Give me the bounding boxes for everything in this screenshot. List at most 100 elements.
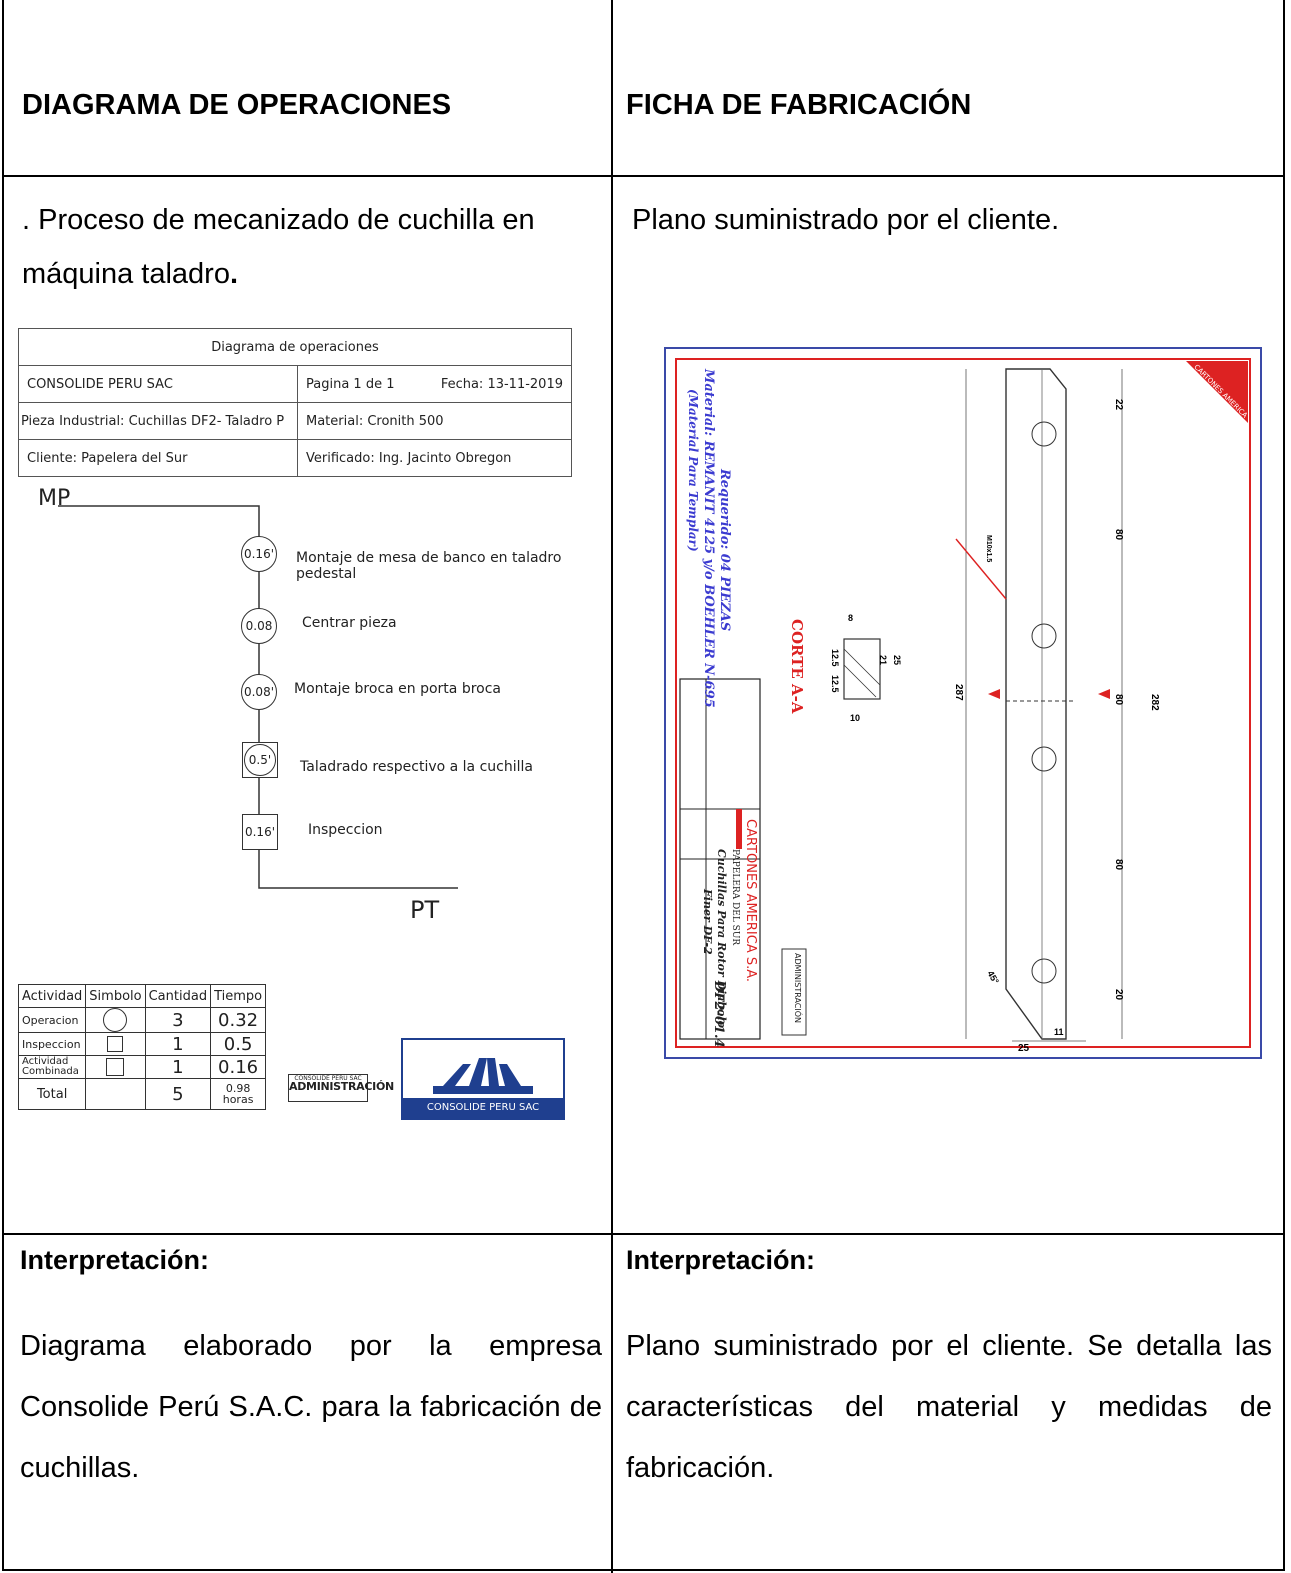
combined-activity-circle: 0.5': [244, 744, 276, 776]
summary-total-qty: 5: [144, 1078, 212, 1110]
inspection-square-icon: [106, 1058, 125, 1076]
summary-row-symbol: [85, 1007, 146, 1033]
dim-21: 21: [878, 655, 888, 666]
blueprint-stamp: ADMINISTRACIÓN: [793, 953, 802, 1023]
diagram-company: CONSOLIDE PERU SAC: [18, 365, 298, 403]
left-intro-line1: . Proceso de mecanizado de cuchilla en: [22, 204, 535, 236]
step-3-label: Montaje broca en porta broca: [294, 681, 502, 697]
summary-row-qty: 1: [144, 1055, 212, 1079]
dim-thread: M10x1.5: [985, 535, 992, 563]
summary-row-symbol: [85, 1055, 146, 1079]
flow-end-label: PT: [410, 896, 440, 924]
step-5-label: Inspeccion: [308, 822, 383, 838]
dim-22: 22: [1113, 399, 1124, 411]
diagram-header-table: Diagrama de operaciones CONSOLIDE PERU S…: [18, 328, 572, 477]
right-interpretation-heading: Interpretación:: [626, 1245, 816, 1275]
blueprint-drawing: [675, 358, 1251, 1048]
summary-row-time: 0.5: [210, 1032, 267, 1056]
row-divider-footer: [2, 1233, 1285, 1235]
blueprint-company: CARTONES AMERICA S.A.: [743, 819, 758, 983]
summary-header-qty: Cantidad: [144, 984, 212, 1008]
right-intro: Plano suministrado por el cliente.: [632, 204, 1060, 236]
dim-80-mid: 80: [1113, 694, 1124, 706]
summary-row-time: 0.32: [210, 1007, 267, 1033]
dim-25-section: 25: [892, 655, 902, 666]
summary-row-time: 0.16: [210, 1055, 267, 1079]
stamp-company: CONSOLIDE PERU SAC: [294, 1075, 362, 1082]
column-divider: [611, 0, 613, 1573]
stamp-text: ADMINISTRACIÓN: [289, 1080, 394, 1093]
inspection-symbol: 0.16': [242, 814, 278, 850]
diagram-verified: Verificado: Ing. Jacinto Obregon: [297, 439, 572, 477]
summary-table: Actividad Simbolo Cantidad Tiempo Operac…: [17, 984, 267, 1110]
blueprint-material-note: (Material Para Templar): [686, 389, 700, 552]
step-1-label-line2: pedestal: [296, 566, 357, 582]
administration-stamp: CONSOLIDE PERU SAC ADMINISTRACIÓN: [288, 1074, 394, 1102]
combined-activity-symbol: 0.5': [242, 742, 278, 778]
summary-header-activity: Actividad: [17, 984, 87, 1008]
step-2-label: Centrar pieza: [302, 615, 397, 631]
diagram-page: Pagina 1 de 1: [306, 376, 395, 392]
summary-row-activity: Operacion: [17, 1007, 87, 1033]
blueprint-code: DF2-01.4: [711, 981, 726, 1048]
summary-total-time-value: 0.98: [225, 1082, 251, 1095]
diagram-date: Fecha: 13-11-2019: [440, 376, 563, 392]
dim-8: 8: [848, 613, 854, 623]
dim-12-5-a: 12.5: [830, 649, 840, 667]
left-interpretation-heading: Interpretación:: [20, 1245, 210, 1275]
summary-total-label: Total: [17, 1078, 87, 1110]
blueprint-description-2: Finer DF-2: [701, 889, 714, 955]
blueprint-material: Material: REMANIT 4125 y/o BOEHLER N-695: [701, 369, 716, 708]
dim-12-5-b: 12.5: [830, 675, 840, 693]
step-4-label: Taladrado respectivo a la cuchilla: [300, 759, 533, 775]
right-interpretation-text: Plano suministrado por el cliente. Se de…: [626, 1330, 1272, 1484]
operation-circle-icon: [103, 1008, 128, 1032]
operation-symbol-1: 0.16': [241, 536, 277, 572]
operation-symbol-3: 0.08': [241, 674, 277, 710]
diagram-title: Diagrama de operaciones: [18, 328, 572, 366]
dim-80-bottom: 80: [1113, 859, 1124, 871]
diagram-page-date: Pagina 1 de 1 Fecha: 13-11-2019: [297, 365, 572, 403]
left-interpretation-text: Diagrama elaborado por la empresa Consol…: [20, 1330, 602, 1484]
summary-row-activity-line2: Combinada: [22, 1066, 79, 1077]
flow-start-label: MP: [38, 486, 71, 511]
dim-11: 11: [1054, 1027, 1064, 1037]
left-column-title: DIAGRAMA DE OPERACIONES: [22, 89, 452, 121]
summary-row-activity-line1: Actividad: [22, 1056, 69, 1067]
combined-square-icon: [107, 1036, 124, 1052]
operations-diagram-image: Diagrama de operaciones CONSOLIDE PERU S…: [17, 328, 574, 1132]
dim-80-top: 80: [1113, 529, 1124, 541]
summary-row-qty: 1: [144, 1032, 212, 1056]
operation-symbol-2: 0.08: [241, 608, 277, 644]
blueprint-client: PAPELERA DEL SUR: [730, 849, 740, 946]
summary-row-qty: 3: [144, 1007, 212, 1033]
blueprint-requirement: Requerido: 04 PIEZAS: [717, 469, 732, 632]
dim-10: 10: [850, 713, 861, 723]
dim-25: 25: [1018, 1043, 1030, 1054]
step-1-label-line1: Montaje de mesa de banco en taladro: [296, 550, 562, 566]
consolide-logo-mark: [433, 1058, 533, 1094]
summary-row-symbol: [85, 1032, 146, 1056]
diagram-client: Cliente: Papelera del Sur: [18, 439, 298, 477]
left-intro-dot: .: [229, 258, 239, 290]
dim-282: 282: [1149, 694, 1160, 711]
consolide-logo-text: CONSOLIDE PERU SAC: [403, 1098, 563, 1118]
left-intro-line2: máquina taladro: [22, 258, 230, 290]
blueprint-image: Requerido: 04 PIEZAS Material: REMANIT 4…: [664, 347, 1262, 1059]
summary-row-activity: Inspeccion: [17, 1032, 87, 1056]
consolide-logo: CONSOLIDE PERU SAC: [401, 1038, 565, 1120]
summary-header-time: Tiempo: [210, 984, 267, 1008]
summary-total-symbol: [85, 1078, 146, 1110]
blueprint-section-label: CORTE A-A: [788, 619, 806, 714]
dim-287: 287: [953, 684, 964, 701]
dim-20: 20: [1113, 989, 1124, 1001]
left-intro: . Proceso de mecanizado de cuchilla en m…: [22, 193, 602, 301]
row-divider-header: [2, 175, 1285, 177]
right-column-title: FICHA DE FABRICACIÓN: [626, 89, 972, 121]
summary-total-time-unit: horas: [222, 1093, 254, 1106]
